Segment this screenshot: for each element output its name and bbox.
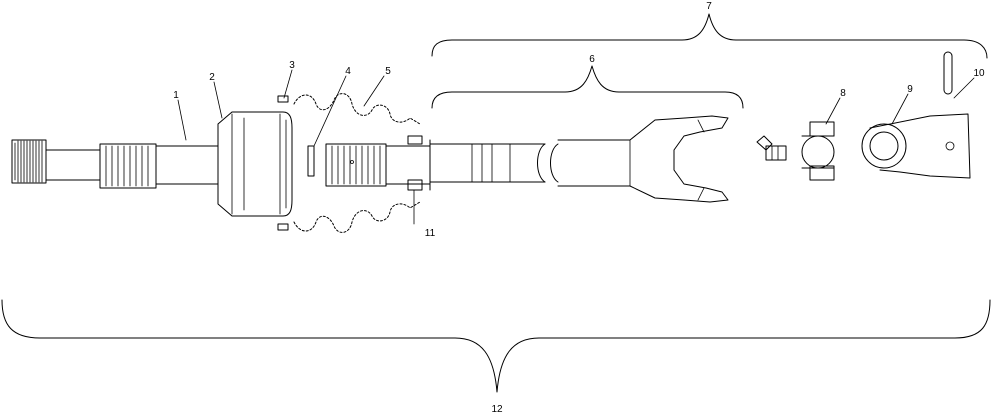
callout-10: 10 (973, 68, 985, 79)
roll-pin (943, 51, 953, 95)
callout-9: 9 (907, 84, 913, 95)
cv-boot (293, 93, 421, 233)
callout-3: 3 (289, 60, 295, 71)
boot-clamp (277, 95, 289, 231)
brace-12 (1, 299, 991, 393)
callout-6: 6 (589, 54, 595, 65)
flange-yoke (861, 113, 971, 179)
grease-zerk (756, 135, 787, 161)
callout-8: 8 (840, 88, 846, 99)
brace-6 (431, 65, 744, 109)
driveshaft-tube-yoke (429, 115, 729, 203)
cv-joint-housing (217, 111, 293, 217)
callout-7: 7 (706, 1, 712, 12)
brace-7 (431, 13, 988, 59)
callout-4: 4 (345, 66, 351, 77)
callout-1: 1 (173, 90, 179, 101)
callout-5: 5 (385, 66, 391, 77)
inner-shaft (325, 139, 431, 191)
grease-fitting (407, 135, 423, 191)
callout-labels: 1 2 3 4 5 6 7 8 9 10 11 12 (173, 1, 985, 415)
callout-11: 11 (425, 228, 436, 239)
leader-lines (177, 69, 975, 225)
callout-2: 2 (209, 72, 215, 83)
universal-joint-cross (801, 121, 835, 181)
callout-12: 12 (491, 404, 503, 415)
retaining-ring (307, 145, 315, 177)
stub-shaft (11, 139, 219, 189)
